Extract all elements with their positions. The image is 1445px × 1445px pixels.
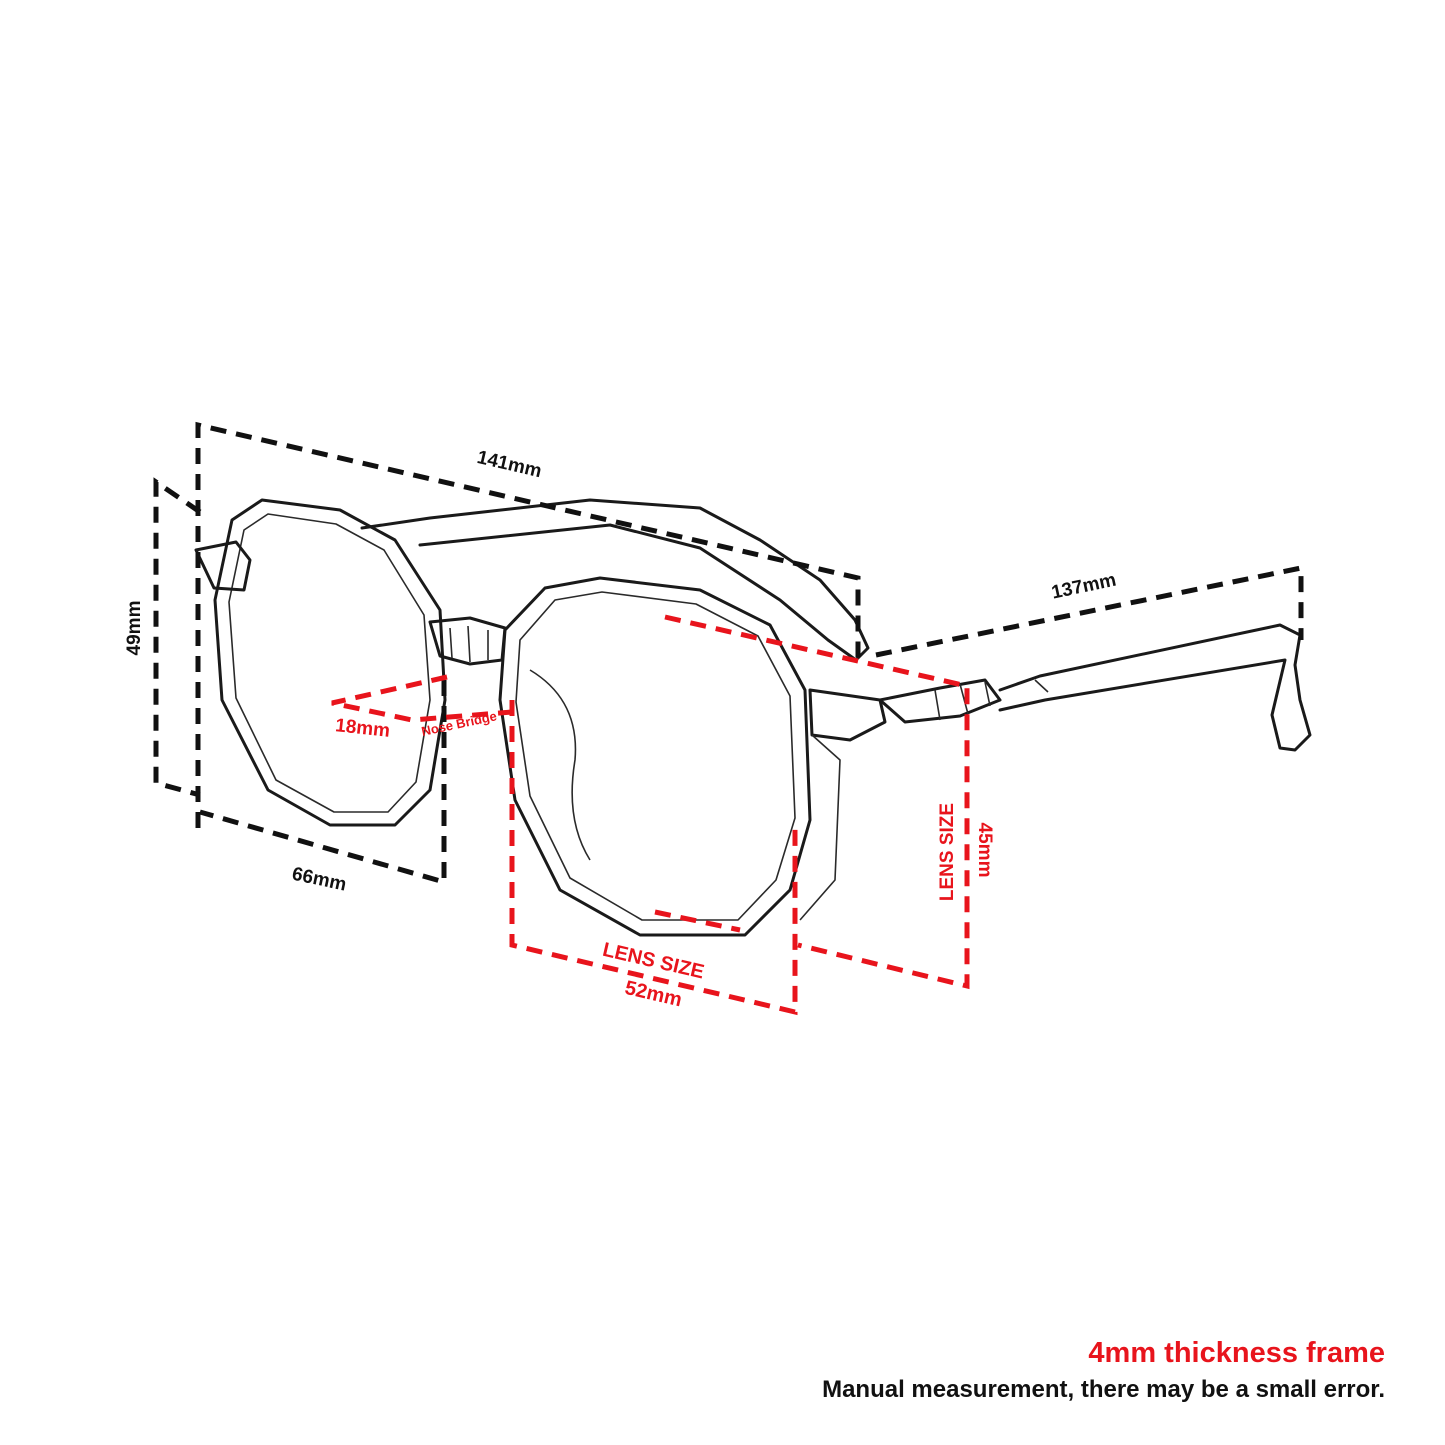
right-hinge [808,688,887,742]
red-dimension-lines [331,614,970,1016]
hinge-link [878,678,1002,724]
lens-height-label: 45mm [974,823,995,878]
frame-height-label: 49mm [124,601,145,656]
total-width-dimension [195,421,861,828]
temple-length-dimension [875,564,1304,658]
frame-height-dimension [153,477,202,798]
right-side-panel [799,734,841,921]
bridge-width-label: 18mm [334,715,391,742]
black-dimension-lines [153,421,1304,886]
right-temple [998,623,1312,752]
lens-height-caption: LENS SIZE [937,803,958,901]
lens-width-dimension [509,700,798,1016]
left-lens-rim [213,498,447,827]
bridge-caption-label: Nose Bridge [420,708,498,739]
eyeglasses-illustration [194,498,1312,937]
frame-width-dimension [199,680,447,886]
nose-pad [529,669,591,861]
footer-subtitle: Manual measurement, there may be a small… [822,1376,1385,1403]
temple-length-label: 137mm [1050,570,1118,604]
right-lens-rim [498,576,812,937]
lens-width-caption: LENS SIZE [601,939,707,984]
bridge-width-dimension [331,674,513,723]
left-temple [360,498,870,662]
frame-width-label: 66mm [290,864,348,896]
total-width-label: 141mm [475,447,544,482]
left-hinge [194,540,252,592]
lens-height-dimension [664,614,970,990]
footer-title: 4mm thickness frame [1088,1337,1385,1369]
lens-width-label: 52mm [623,977,684,1011]
